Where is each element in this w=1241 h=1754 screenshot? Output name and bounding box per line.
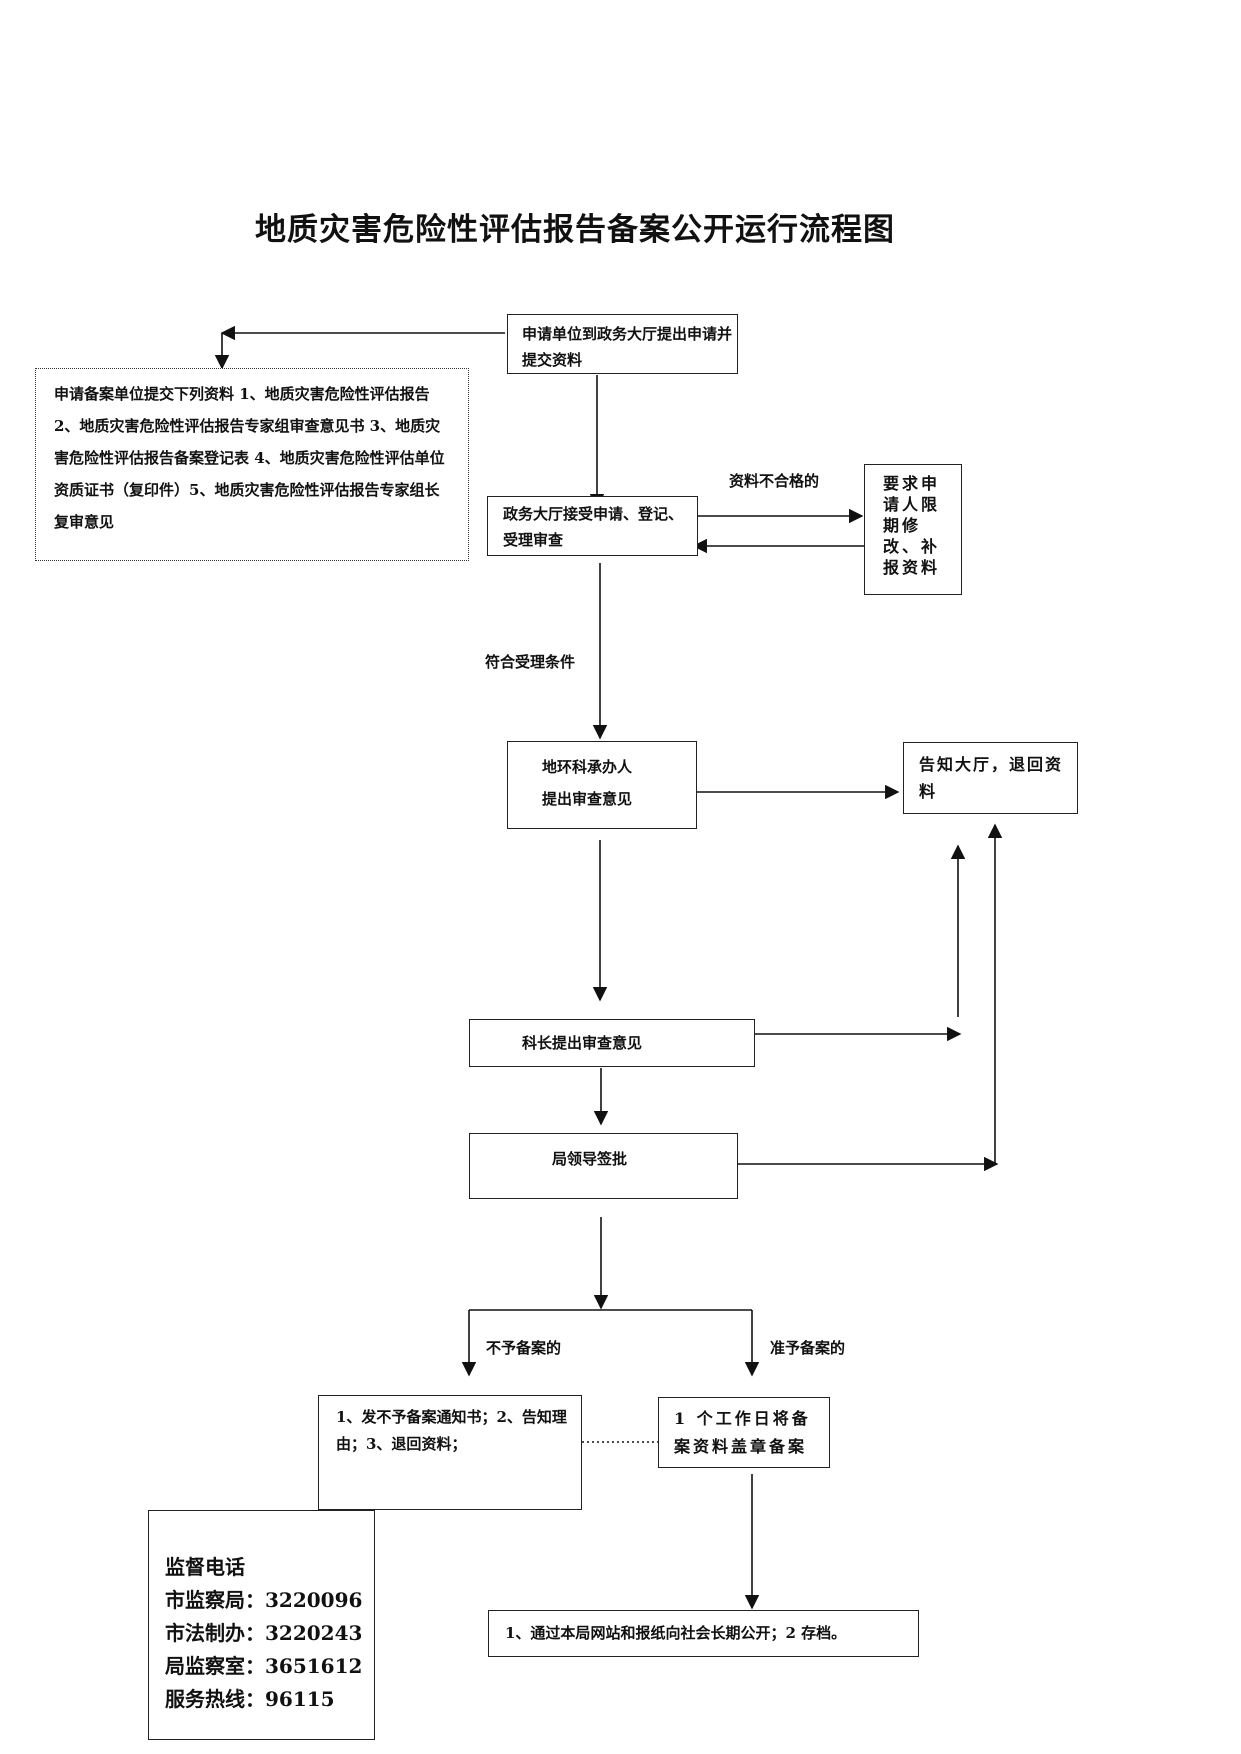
label-filed: 准予备案的 — [770, 1339, 846, 1357]
supervision-line: 市监察局：3220096 — [165, 1588, 363, 1612]
supervision-line: 局监察室：3651612 — [165, 1654, 363, 1678]
box-section-chief-text: 科长提出审查意见 — [522, 1034, 643, 1052]
box-reject-actions: 1、发不予备案通知书；2、告知理由；3、退回资料； — [318, 1395, 582, 1510]
box-notify-hall-text: 告知大厅，退回资料 — [919, 755, 1064, 801]
supervision-line: 市法制办：3220243 — [165, 1621, 363, 1645]
box-apply: 申请单位到政务大厅提出申请并提交资料 — [507, 314, 738, 374]
box-notify-hall: 告知大厅，退回资料 — [903, 742, 1078, 814]
label-meets-conditions: 符合受理条件 — [485, 653, 576, 671]
supervision-line: 服务热线：96115 — [165, 1687, 335, 1711]
label-not-filed: 不予备案的 — [486, 1339, 562, 1357]
box-leader: 局领导签批 — [469, 1133, 738, 1199]
box-reject-actions-text: 1、发不予备案通知书；2、告知理由；3、退回资料； — [336, 1408, 567, 1453]
box-section-chief: 科长提出审查意见 — [469, 1019, 755, 1067]
box-supervision: 监督电话 市监察局：3220096 市法制办：3220243 局监察室：3651… — [148, 1510, 375, 1740]
page-title: 地质灾害危险性评估报告备案公开运行流程图 — [255, 212, 895, 248]
box-publish: 1、通过本局网站和报纸向社会长期公开；2 存档。 — [488, 1610, 919, 1657]
box-officer-line2: 提出审查意见 — [542, 790, 633, 808]
label-unqualified: 资料不合格的 — [729, 472, 820, 490]
box-approve-seal-text: 1 个工作日将备案资料盖章备案 — [674, 1409, 811, 1456]
box-hall-accept: 政务大厅接受申请、登记、受理审查 — [487, 496, 698, 556]
box-officer-line1: 地环科承办人 — [542, 758, 633, 776]
box-apply-text: 申请单位到政务大厅提出申请并提交资料 — [522, 325, 733, 369]
box-materials-text: 申请备案单位提交下列资料 1、地质灾害危险性评估报告 2、地质灾害危险性评估报告… — [54, 385, 445, 531]
box-leader-text: 局领导签批 — [552, 1150, 628, 1168]
box-officer: 地环科承办人 提出审查意见 — [507, 741, 697, 829]
box-hall-accept-text: 政务大厅接受申请、登记、受理审查 — [503, 505, 684, 549]
box-materials: 申请备案单位提交下列资料 1、地质灾害危险性评估报告 2、地质灾害危险性评估报告… — [35, 368, 469, 561]
box-require-revise-text: 要求申请人限期修改、补报资料 — [883, 474, 941, 577]
box-require-revise: 要求申请人限期修改、补报资料 — [864, 464, 962, 595]
box-publish-text: 1、通过本局网站和报纸向社会长期公开；2 存档。 — [505, 1624, 847, 1642]
box-approve-seal: 1 个工作日将备案资料盖章备案 — [658, 1397, 830, 1468]
supervision-heading: 监督电话 — [165, 1555, 245, 1579]
